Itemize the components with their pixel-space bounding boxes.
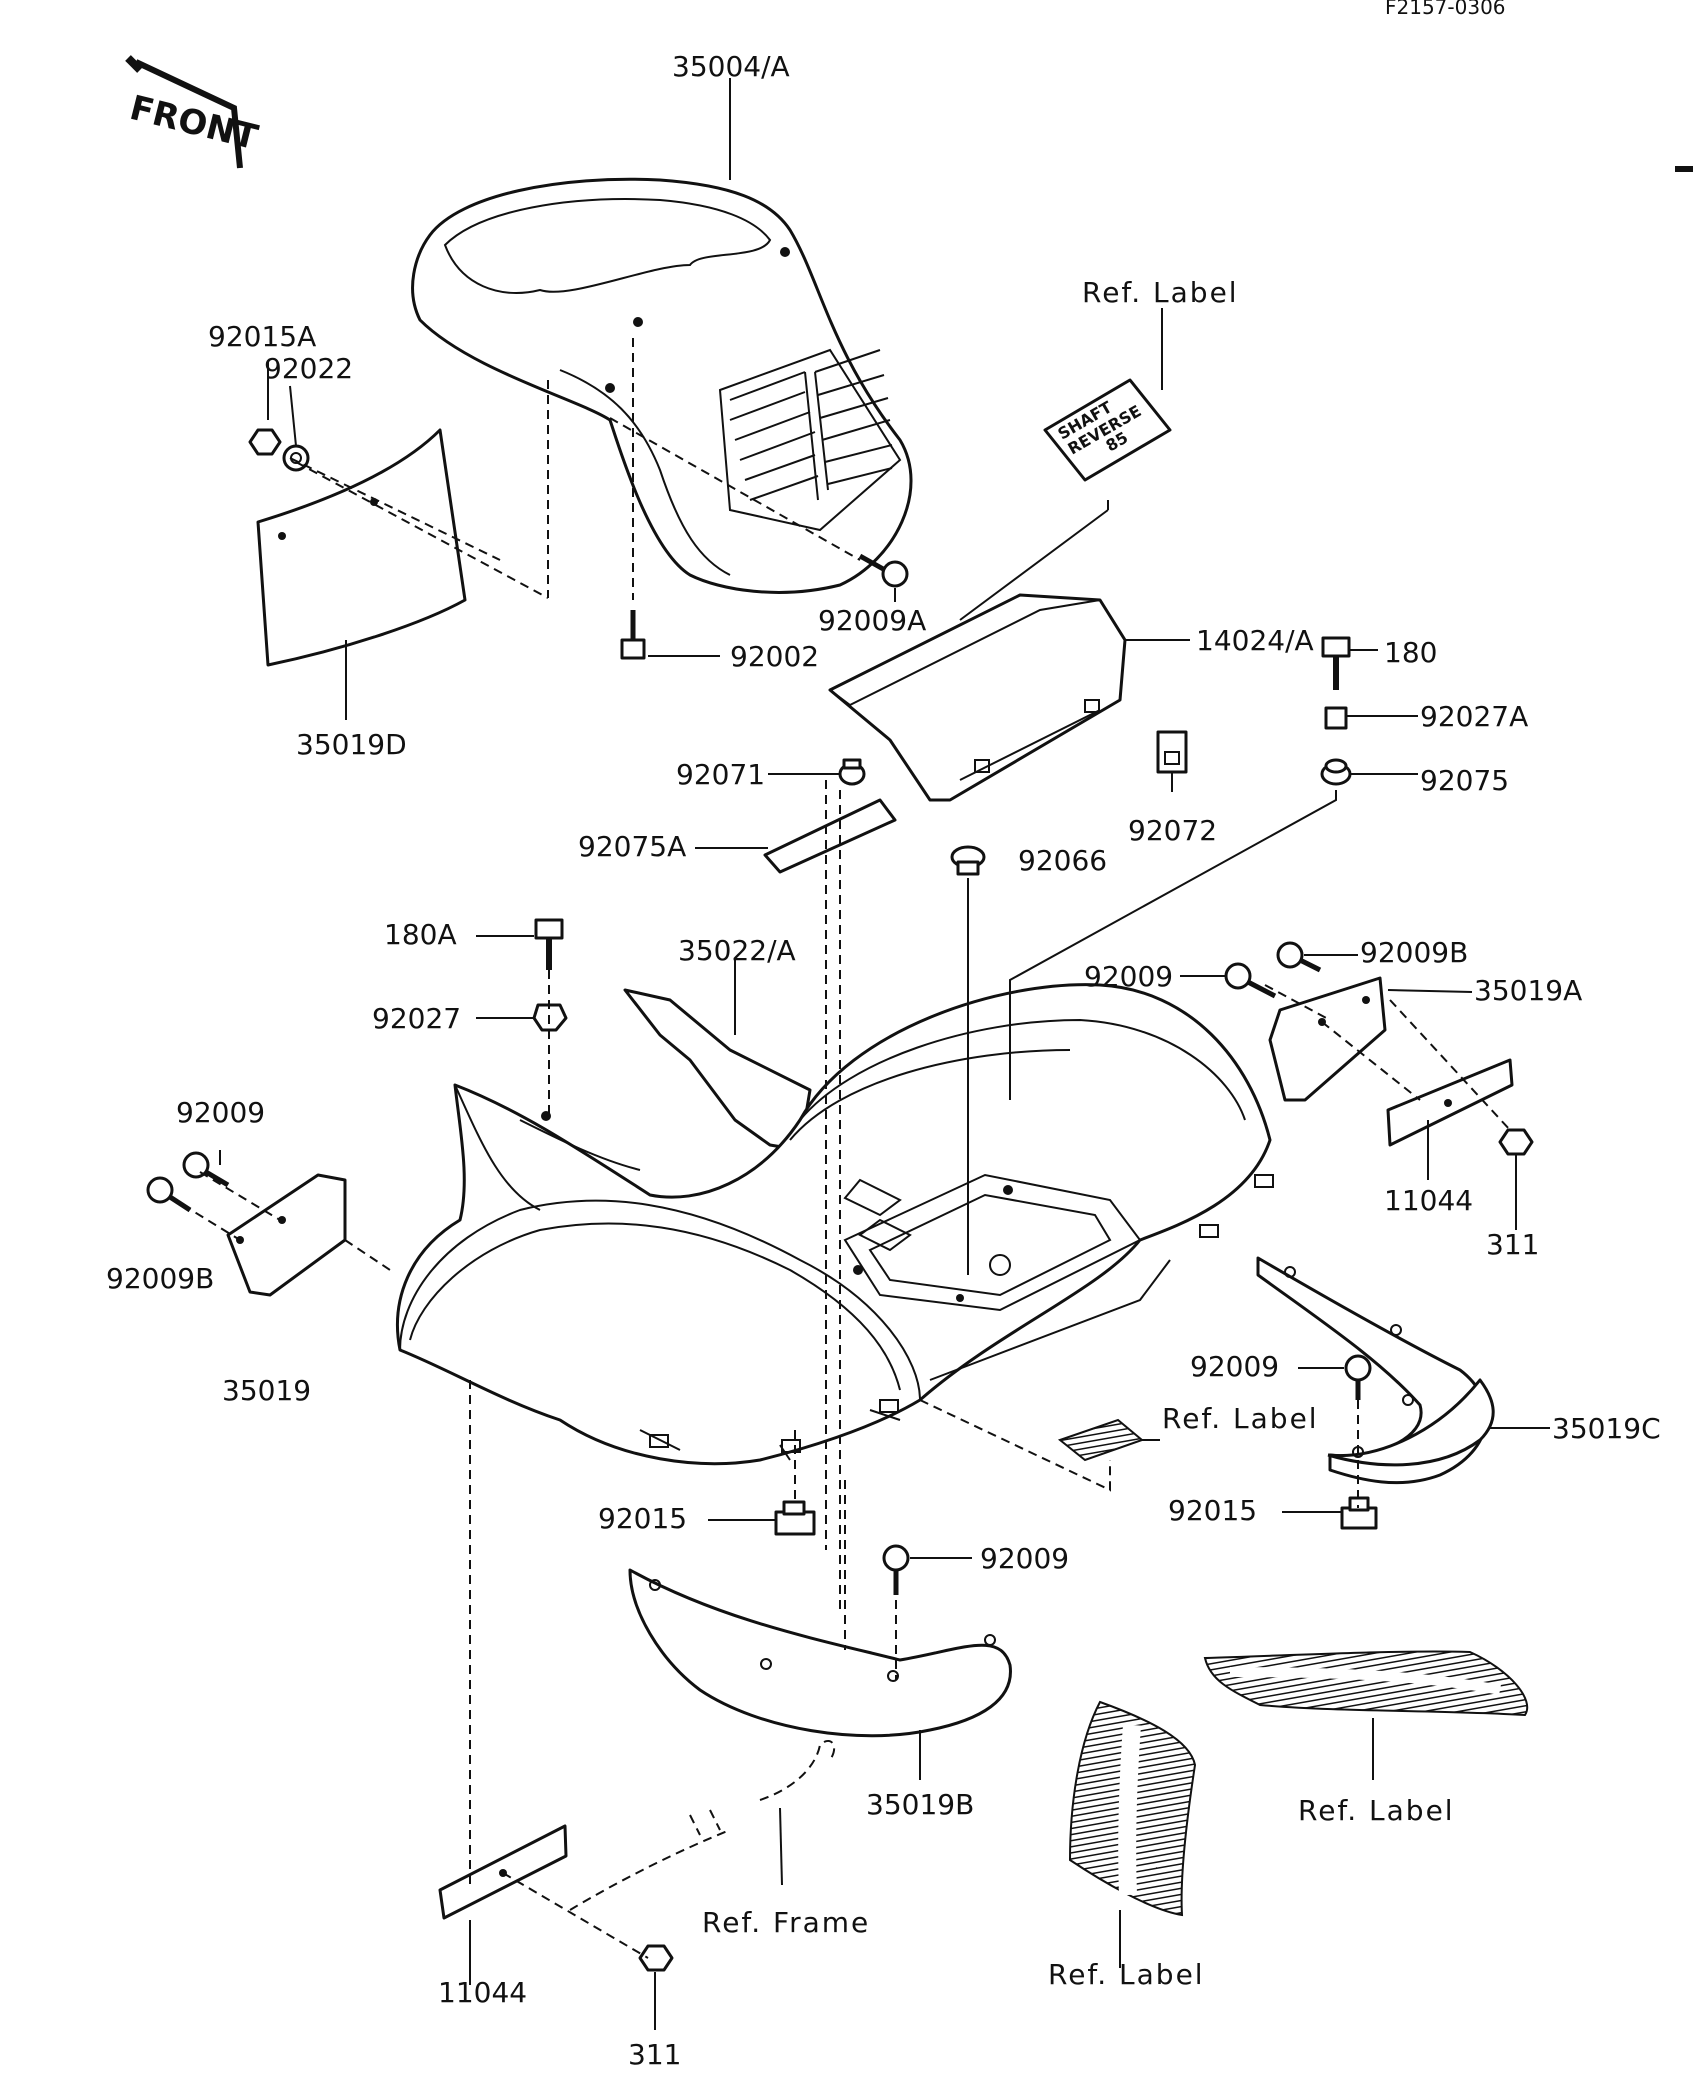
callout-92015A: 92015A	[208, 320, 316, 353]
mud-flap-35019	[226, 1173, 347, 1297]
plate-11044-right	[1386, 1058, 1514, 1147]
drawing-code: F2157-0306	[1385, 0, 1506, 19]
callout-180A: 180A	[384, 918, 457, 951]
callout-92015-right: 92015	[1168, 1494, 1257, 1527]
front-arrow-icon: FRONT	[125, 55, 263, 169]
callout-11044-left: 11044	[438, 1976, 527, 2009]
ref-frame-outline	[569, 1740, 836, 1911]
bolt-92009-mid-icon	[1344, 1354, 1372, 1400]
bolt-92002-icon	[620, 610, 646, 660]
callout-11044-right: 11044	[1384, 1184, 1473, 1217]
callout-92009A: 92009A	[818, 604, 926, 637]
callout-92027: 92027	[372, 1002, 461, 1035]
bolt-92009-right-icon	[1224, 962, 1277, 999]
ref-frame-label: Ref. Frame	[702, 1906, 870, 1939]
grommet-92075-icon	[1320, 758, 1352, 786]
callout-92009-right: 92009	[1084, 960, 1173, 993]
callout-35022A: 35022/A	[678, 934, 796, 967]
mud-flap-35019D	[256, 428, 467, 667]
grommet-92071-icon	[838, 758, 866, 786]
nut-92015A-icon	[248, 428, 282, 456]
callout-labels: 35004/A 92015A 92022 35019D 92002 92009A…	[106, 50, 1661, 2071]
ref-label-mid: Ref. Label	[1162, 1402, 1319, 1435]
callout-92066: 92066	[1018, 844, 1107, 877]
callout-92009-mid: 92009	[1190, 1350, 1279, 1383]
callout-92009-left: 92009	[176, 1096, 265, 1129]
callout-92015-mid: 92015	[598, 1502, 687, 1535]
front-fender-35004A	[411, 177, 913, 594]
mud-flap-35019A	[1268, 976, 1387, 1102]
callout-311-left: 311	[628, 2038, 681, 2071]
callout-92009B-left: 92009B	[106, 1262, 214, 1295]
clip-92015-mid-icon	[774, 1500, 816, 1536]
nut-311-right-icon	[1498, 1128, 1534, 1156]
edge-mark	[1675, 166, 1693, 172]
plate-11044-left	[438, 1824, 568, 1920]
bracket-35022A	[623, 988, 812, 1152]
callout-14024A: 14024/A	[1196, 624, 1314, 657]
callout-35019C: 35019C	[1552, 1412, 1661, 1445]
callout-92009B-right: 92009B	[1360, 936, 1468, 969]
bolt-180-icon	[1321, 636, 1351, 690]
callout-92071: 92071	[676, 758, 765, 791]
clip-92072-icon	[1156, 730, 1188, 774]
side-cover-35019B	[628, 1568, 1012, 1738]
callout-92075: 92075	[1420, 764, 1509, 797]
ref-label-right: Ref. Label	[1298, 1794, 1455, 1827]
bolt-92009-low-icon	[882, 1544, 910, 1595]
callout-35019A: 35019A	[1474, 974, 1582, 1007]
callout-180: 180	[1384, 636, 1437, 669]
phantom-lines	[169, 338, 1511, 1959]
callout-92002: 92002	[730, 640, 819, 673]
toolbox-lid-14024A	[828, 593, 1127, 802]
callout-92027A: 92027A	[1420, 700, 1528, 733]
decal-stripe-left	[1068, 1700, 1197, 1917]
callout-35019B: 35019B	[866, 1788, 974, 1821]
bolt-92009A-icon	[858, 553, 909, 588]
callout-92009-low: 92009	[980, 1542, 1069, 1575]
pad-92075A	[763, 798, 897, 874]
callout-311-right: 311	[1486, 1228, 1539, 1261]
decal-small	[1057, 1418, 1144, 1462]
collar-92027A-icon	[1324, 706, 1348, 730]
vent-slats	[729, 349, 893, 501]
bolt-92009-left-icon	[182, 1151, 230, 1188]
bolt-180A-icon	[534, 918, 564, 970]
front-label: FRONT	[126, 88, 263, 158]
callout-35019: 35019	[222, 1374, 311, 1407]
bolt-92009B-right-icon	[1276, 941, 1322, 973]
plug-92066-icon	[950, 845, 986, 876]
side-cover-35019C	[1256, 1256, 1495, 1485]
callout-92022: 92022	[264, 352, 353, 385]
callout-92072: 92072	[1128, 814, 1217, 847]
leader-lines	[219, 78, 1550, 2030]
callout-92075A: 92075A	[578, 830, 686, 863]
decal-shaft-reverse: SHAFT REVERSE 85	[1043, 378, 1172, 482]
clip-92015-right-icon	[1340, 1496, 1378, 1530]
decal-stripe-right	[1203, 1650, 1529, 1717]
ref-label-top: Ref. Label	[1082, 276, 1239, 309]
nut-311-left-icon	[638, 1944, 674, 1972]
ref-label-bottom: Ref. Label	[1048, 1958, 1205, 1991]
washer-92022-icon	[282, 444, 310, 472]
rear-fender-body	[396, 983, 1274, 1466]
callout-35019D: 35019D	[296, 728, 407, 761]
callout-35004A: 35004/A	[672, 50, 790, 83]
